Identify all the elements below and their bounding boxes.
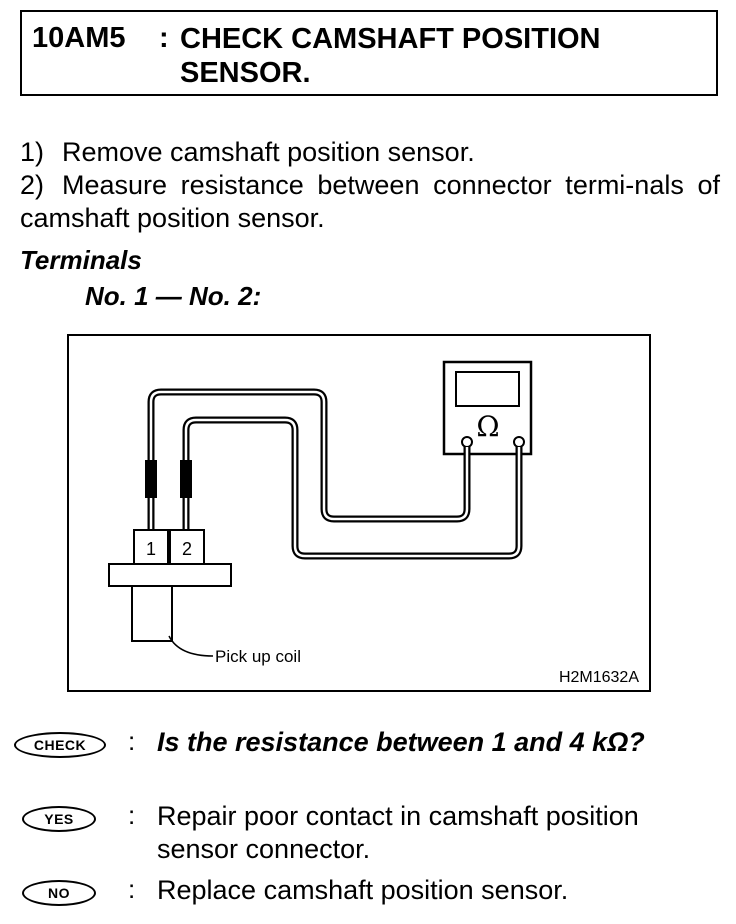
ohmmeter-icon: [442, 360, 533, 456]
probe-1: [145, 460, 157, 498]
meter-terminal-right: [513, 436, 525, 448]
figure-frame: [67, 334, 651, 692]
no-badge: NO: [22, 880, 96, 906]
check-question: Is the resistance between 1 and 4 kΩ?: [157, 727, 645, 757]
terminal-1-label: 1: [146, 539, 156, 559]
section-header: 10AM5 : CHECK CAMSHAFT POSITION SENSOR.: [20, 10, 718, 96]
terminal-2-label: 2: [182, 539, 192, 559]
step-2: 2)Measure resistance between connector t…: [20, 169, 720, 235]
connector-terminal-2: [169, 529, 205, 565]
probe-2: [180, 460, 192, 498]
yes-badge: YES: [22, 806, 96, 832]
yes-colon: :: [128, 800, 136, 830]
step-number: 1): [20, 137, 45, 167]
sensor-flange: [108, 563, 232, 587]
section-colon: :: [159, 22, 169, 54]
wiring-diagram: Ω 1 2 Pick up coil H2M1632A: [67, 334, 651, 692]
no-action: Replace camshaft position sensor.: [157, 875, 569, 905]
section-code: 10AM5: [32, 22, 126, 54]
figure-code: H2M1632A: [559, 669, 639, 686]
yes-action: Repair poor contact in camshaft position…: [157, 801, 639, 864]
step-1: 1) Remove camshaft position sensor.: [20, 136, 720, 169]
step-number: 2): [20, 170, 45, 200]
terminals-heading: Terminals: [20, 245, 142, 275]
meter-terminal-left: [461, 436, 473, 448]
pick-up-coil: [131, 585, 173, 642]
coil-label: Pick up coil: [215, 647, 301, 666]
no-colon: :: [128, 874, 136, 904]
section-title: CHECK CAMSHAFT POSITION SENSOR.: [180, 23, 601, 89]
check-badge: CHECK: [14, 732, 106, 758]
coil-leader-line: [168, 635, 214, 657]
wire-terminal-1: [147, 388, 471, 530]
check-colon: :: [128, 726, 136, 756]
step-text: Measure resistance between connector ter…: [20, 170, 720, 233]
ohm-symbol: Ω: [476, 410, 499, 443]
step-text: Remove camshaft position sensor.: [62, 137, 475, 167]
terminals-value: No. 1 — No. 2:: [85, 281, 262, 311]
